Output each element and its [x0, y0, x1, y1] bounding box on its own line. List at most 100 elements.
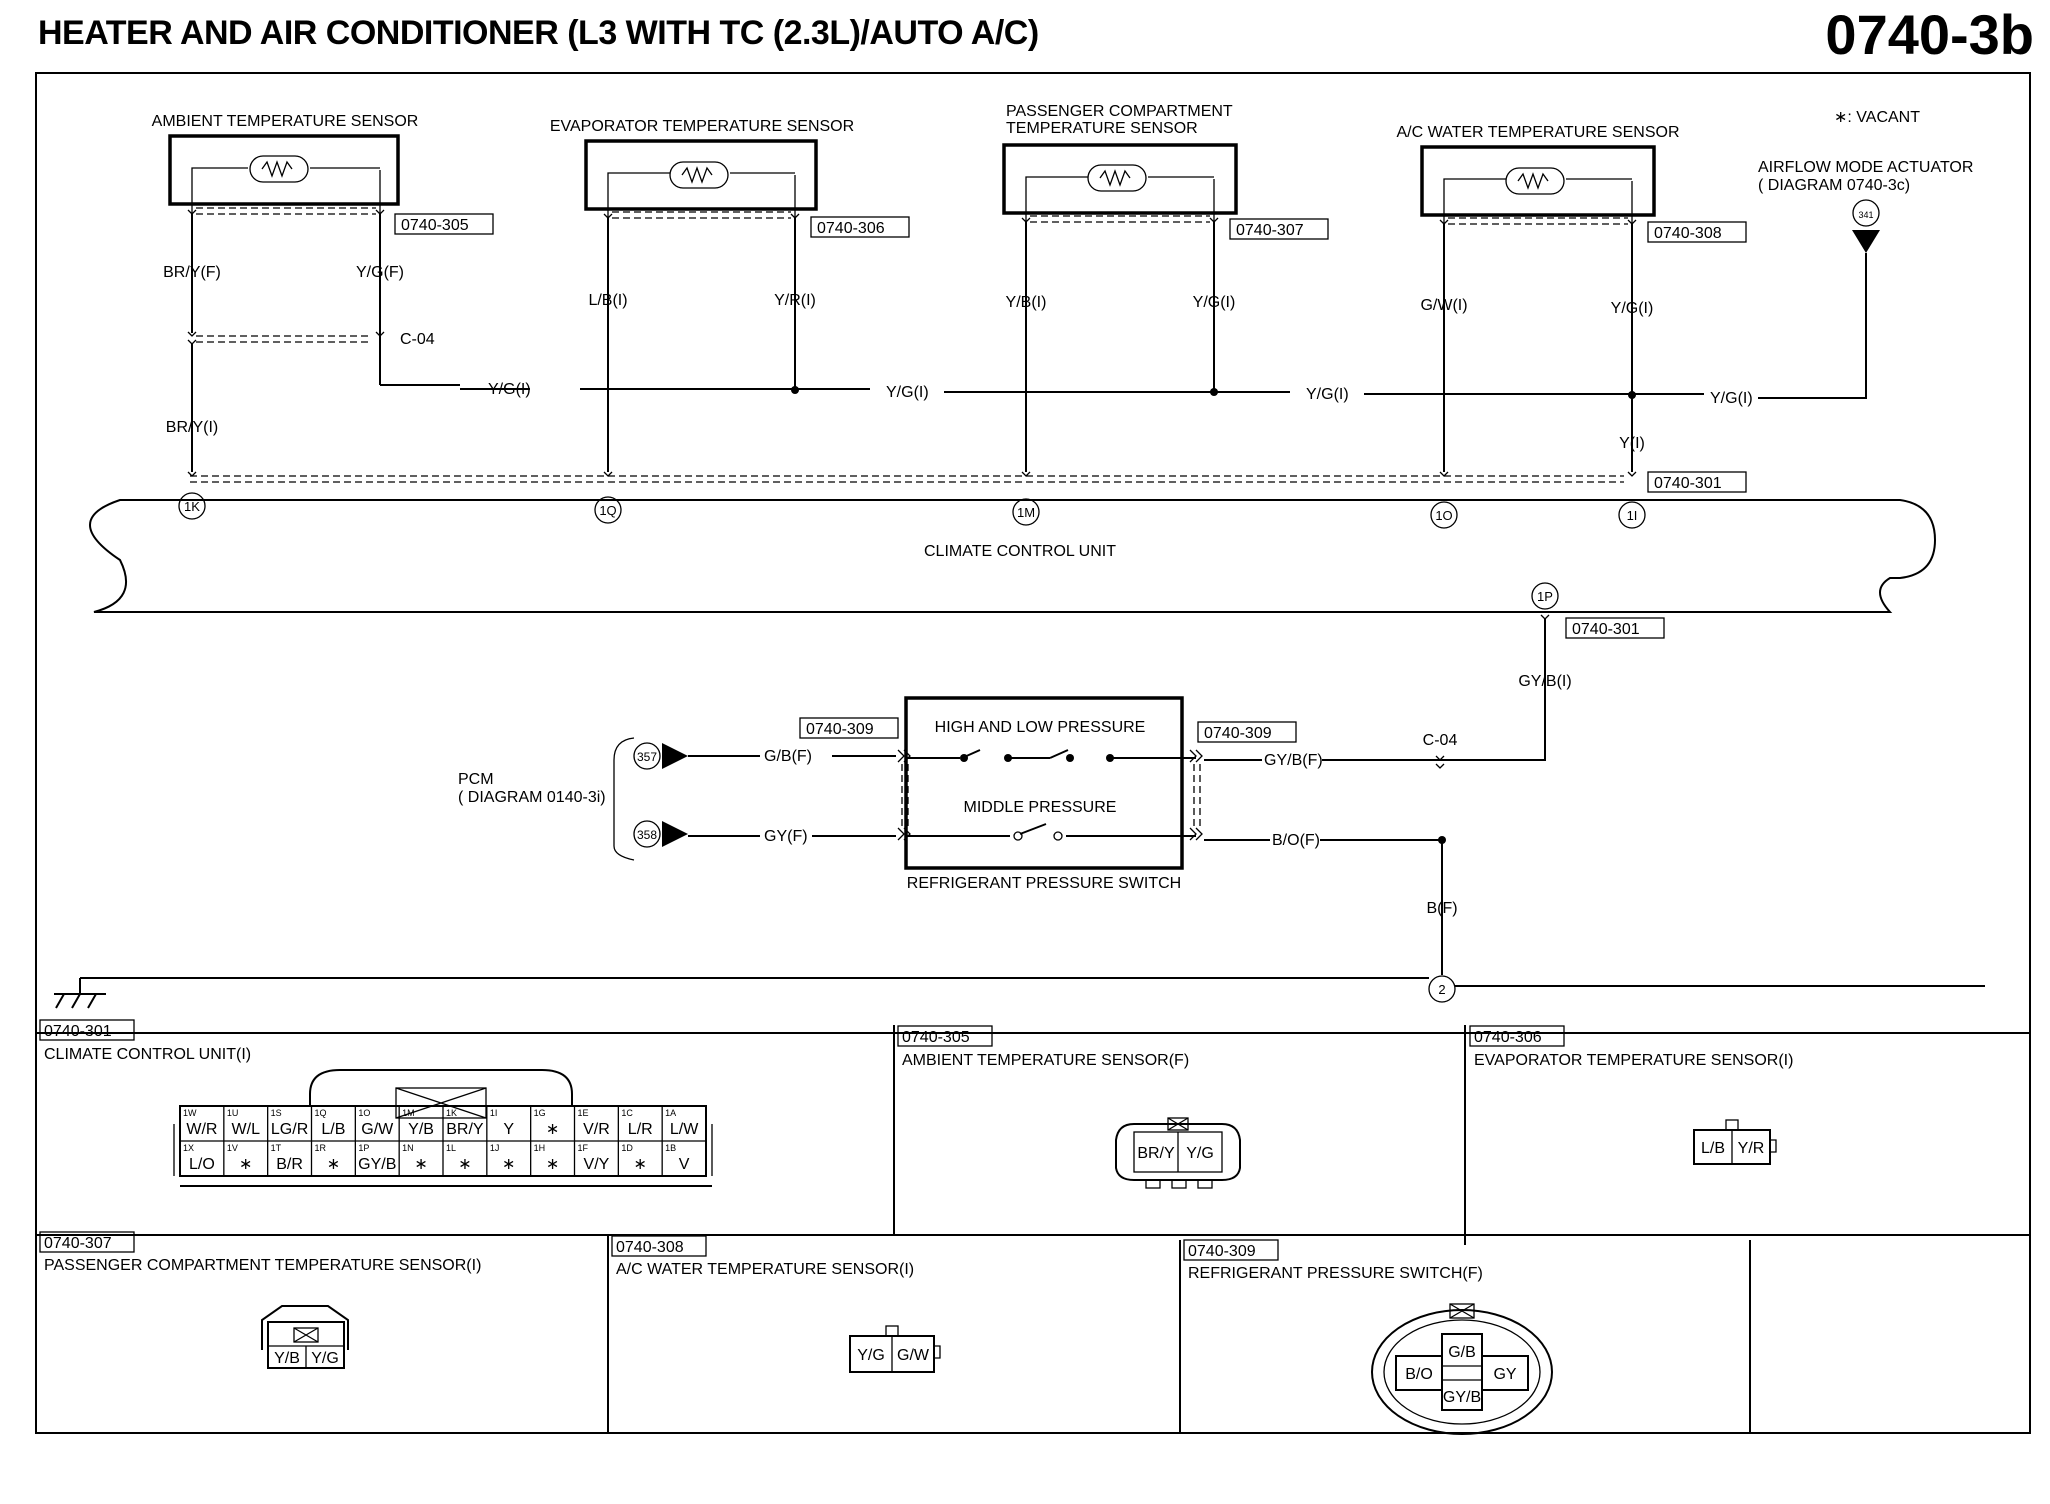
ccu-pin-number: 1S	[271, 1108, 282, 1118]
ccu-label: CLIMATE CONTROL UNIT	[924, 543, 1116, 560]
passenger-compartment-temperature-sensor: PASSENGER COMPARTMENT TEMPERATURE SENSOR…	[1002, 103, 1329, 472]
svg-text:1I: 1I	[1627, 508, 1638, 523]
pcm: PCM ( DIAGRAM 0140-3i) 357 358	[458, 737, 688, 861]
refrigerant-pressure-switch: HIGH AND LOW PRESSURE MIDDLE PRESSURE RE…	[688, 696, 1458, 1003]
ccu-connector-top-row: 1WW/R1UW/L1SLG/R1QL/B1OG/W1MY/B1KBR/Y1IY…	[183, 1106, 699, 1141]
ccu-pin-number: 1Q	[315, 1108, 327, 1118]
ccu-pin-number: 1A	[665, 1108, 676, 1118]
ambient-connector-view: 0740-305 AMBIENT TEMPERATURE SENSOR(F) B…	[897, 1025, 1241, 1189]
yg-bus-line: Y/G(I) Y/G(I) Y/G(I) Y/G(I)	[460, 381, 1753, 407]
ccu-pin-wire: V	[679, 1156, 690, 1173]
switch-out1-wire: GY/B(F)	[1264, 752, 1323, 769]
svg-text:1P: 1P	[1537, 589, 1553, 604]
ccu-terminal-1m: 1M	[1012, 498, 1040, 526]
water-ref-tag: 0740-308	[1654, 225, 1722, 242]
evaporator-wire2: Y/R(I)	[774, 292, 816, 309]
ccu-pin-number: 1H	[534, 1143, 546, 1153]
ccu-pin-wire: LG/R	[271, 1121, 308, 1138]
switch-pin-gyb: GY/B	[1443, 1389, 1481, 1406]
pcm-label: PCM	[458, 771, 494, 788]
ccu-pin-wire: ∗	[414, 1156, 427, 1173]
diagram-title: HEATER AND AIR CONDITIONER (L3 WITH TC (…	[38, 14, 1039, 52]
ambient-ref-tag: 0740-305	[401, 217, 469, 234]
ccu-pin-wire: ∗	[546, 1121, 559, 1138]
water-wire2: Y/G(I)	[1611, 300, 1654, 317]
passenger-connector-title: PASSENGER COMPARTMENT TEMPERATURE SENSOR…	[44, 1257, 481, 1274]
ccu-pin-number: 1O	[358, 1108, 370, 1118]
ccu-connector-bottom-row: 1XL/O1V∗1TB/R1R∗1PGY/B1N∗1L∗1J∗1H∗1FV/Y1…	[183, 1141, 690, 1176]
ac-water-temperature-sensor: A/C WATER TEMPERATURE SENSOR 0740-308 G/…	[1397, 124, 1747, 472]
actuator-terminal: 341	[1858, 210, 1873, 220]
ccu-pin-wire: L/B	[321, 1121, 345, 1138]
ground-bus	[54, 977, 1985, 1009]
passenger-pin-2: Y/G	[311, 1350, 339, 1367]
ccu-pin-wire: Y	[503, 1121, 514, 1138]
ambient-wire1b: BR/Y(I)	[166, 419, 218, 436]
svg-text:1M: 1M	[1017, 505, 1035, 520]
ccu-pin-number: 1C	[621, 1108, 633, 1118]
evaporator-temperature-sensor: EVAPORATOR TEMPERATURE SENSOR 0740-306 L…	[550, 118, 910, 472]
ccu-ref-tag: 0740-301	[1654, 475, 1722, 492]
passenger-wire1: Y/B(I)	[1006, 294, 1047, 311]
water-connector-view: 0740-308 A/C WATER TEMPERATURE SENSOR(I)…	[611, 1235, 941, 1373]
ccu-pin-number: 1U	[227, 1108, 239, 1118]
switch-connector-view: 0740-309 REFRIGERANT PRESSURE SWITCH(F) …	[1183, 1239, 1553, 1435]
ccu-pin-wire: L/R	[628, 1121, 653, 1138]
svg-text:0740-309: 0740-309	[1188, 1243, 1256, 1260]
airflow-mode-actuator: AIRFLOW MODE ACTUATOR ( DIAGRAM 0740-3c)…	[1758, 159, 1973, 399]
ccu-pin-wire: ∗	[239, 1156, 252, 1173]
svg-text:1O: 1O	[1435, 508, 1452, 523]
ccu-pin-wire: V/R	[583, 1121, 610, 1138]
switch-pin-bo: B/O	[1405, 1366, 1433, 1383]
ccu-pin-number: 1M	[402, 1108, 415, 1118]
ambient-connector-c04: C-04	[400, 331, 435, 348]
ccu-terminal-1k: 1K	[178, 492, 206, 520]
evaporator-sensor-label: EVAPORATOR TEMPERATURE SENSOR	[550, 118, 854, 135]
switch-pin-gy: GY	[1493, 1366, 1516, 1383]
ccu-pin-wire: L/O	[189, 1156, 215, 1173]
ambient-sensor-label: AMBIENT TEMPERATURE SENSOR	[152, 113, 419, 130]
ccu-pin-number: 1X	[183, 1143, 194, 1153]
ambient-pin-1: BR/Y	[1137, 1145, 1175, 1162]
ccu-pin-wire: ∗	[634, 1156, 647, 1173]
thermistor-icon	[249, 155, 309, 183]
ccu-terminal-1p: 1P	[1531, 582, 1559, 610]
switch-in2-wire: GY(F)	[764, 828, 808, 845]
evaporator-connector-title: EVAPORATOR TEMPERATURE SENSOR(I)	[1474, 1052, 1793, 1069]
ground-terminal: 2	[1438, 982, 1445, 997]
passenger-sensor-label-1: PASSENGER COMPARTMENT	[1006, 103, 1233, 120]
switch-ref-right: 0740-309	[1204, 725, 1272, 742]
evaporator-ref-tag: 0740-306	[817, 220, 885, 237]
ccu-pin-number: 1D	[621, 1143, 633, 1153]
ccu-terminal-1i: 1I	[1618, 501, 1646, 529]
evaporator-connector-view: 0740-306 EVAPORATOR TEMPERATURE SENSOR(I…	[1469, 1025, 1793, 1165]
ccu-pin-number: 1T	[271, 1143, 282, 1153]
svg-text:1Q: 1Q	[599, 503, 616, 518]
ground-icon	[54, 978, 106, 1009]
ccu-pin-wire: ∗	[327, 1156, 340, 1173]
ccu-pin-number: 1F	[578, 1143, 589, 1153]
thermistor-icon	[1087, 164, 1147, 192]
ccu-pin-wire: V/Y	[584, 1156, 610, 1173]
ccu-pin-number: 1G	[534, 1108, 546, 1118]
water-pin-2: G/W	[897, 1347, 930, 1364]
vacant-note: ∗: VACANT	[1834, 109, 1920, 126]
passenger-sensor-label-2: TEMPERATURE SENSOR	[1006, 120, 1198, 137]
svg-text:0740-305: 0740-305	[902, 1029, 970, 1046]
switch-ground-wire: B(F)	[1426, 900, 1457, 917]
switch-in1-wire: G/B(F)	[764, 748, 812, 765]
ccu-pin-number: 1W	[183, 1108, 197, 1118]
ambient-temperature-sensor: AMBIENT TEMPERATURE SENSOR 0740-305 BR/Y…	[152, 113, 494, 472]
pcm-terminal-358: 358	[637, 828, 657, 842]
switch-out2-wire: B/O(F)	[1272, 832, 1320, 849]
bus-label-1: Y/G(I)	[488, 381, 531, 398]
ccu-terminal-1q: 1Q	[594, 496, 622, 524]
passenger-pin-1: Y/B	[274, 1350, 300, 1367]
svg-text:1K: 1K	[184, 499, 200, 514]
pcm-terminal-357: 357	[637, 750, 657, 764]
climate-control-unit: 0740-301 CLIMATE CONTROL UNIT 1K 1Q 1M 1…	[89, 471, 1937, 761]
ccu-pin-wire: W/L	[232, 1121, 261, 1138]
ccu-pin-number: 1L	[446, 1143, 456, 1153]
ccu-pin-wire: L/W	[670, 1121, 699, 1138]
ambient-wire2: Y/G(F)	[356, 264, 404, 281]
